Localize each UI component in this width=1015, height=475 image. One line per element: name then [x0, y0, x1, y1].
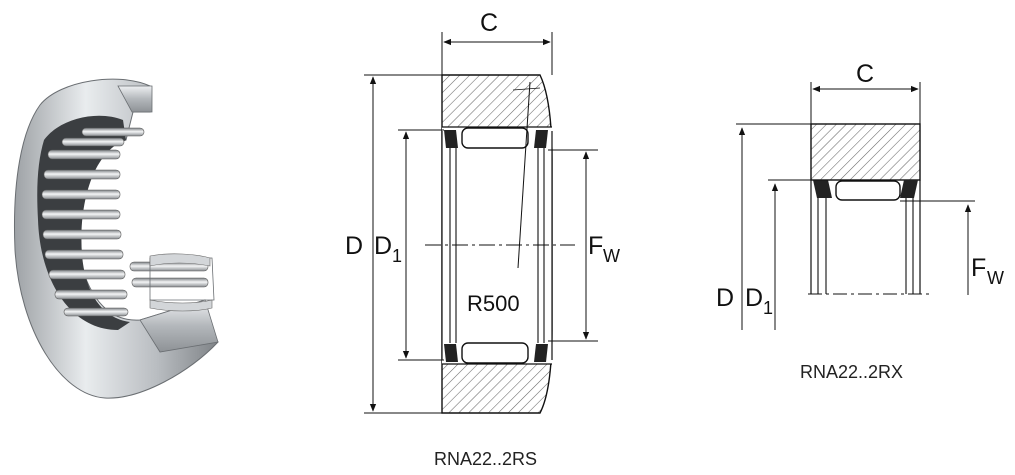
label-inner-diameter-d1: D: [374, 232, 392, 260]
label-bore-fw-rx: F: [971, 254, 986, 282]
drawing-rna22-2rs: C D D 1 F W R500 RNA22..2RS: [345, 9, 620, 469]
caption-rna22-2rx: RNA22..2RX: [800, 362, 903, 382]
label-inner-diameter-d1-subscript: 1: [392, 246, 402, 266]
needle-rollers: [41, 127, 209, 317]
label-outer-diameter-d: D: [345, 232, 363, 260]
label-bore-fw-subscript: W: [603, 246, 620, 266]
label-outer-diameter-d-rx: D: [716, 284, 734, 312]
label-width-c-rx: C: [856, 60, 874, 88]
label-crown-radius: R500: [467, 291, 520, 316]
label-inner-diameter-d1-rx: D: [745, 284, 763, 312]
bearing-cutaway-illustration: [14, 78, 219, 399]
outer-ring-section-rx: [810, 123, 921, 181]
needle-roller-top: [444, 127, 548, 149]
caption-rna22-2rs: RNA22..2RS: [434, 449, 537, 469]
needle-roller-bottom: [444, 342, 548, 364]
label-inner-diameter-d1-subscript-rx: 1: [763, 298, 773, 318]
label-bore-fw-subscript-rx: W: [987, 268, 1004, 288]
label-width-c: C: [480, 9, 498, 37]
drawing-rna22-2rx: C D D 1 F W RNA22..2RX: [716, 60, 1004, 382]
label-bore-fw: F: [588, 232, 603, 260]
needle-roller-rx: [835, 180, 901, 201]
